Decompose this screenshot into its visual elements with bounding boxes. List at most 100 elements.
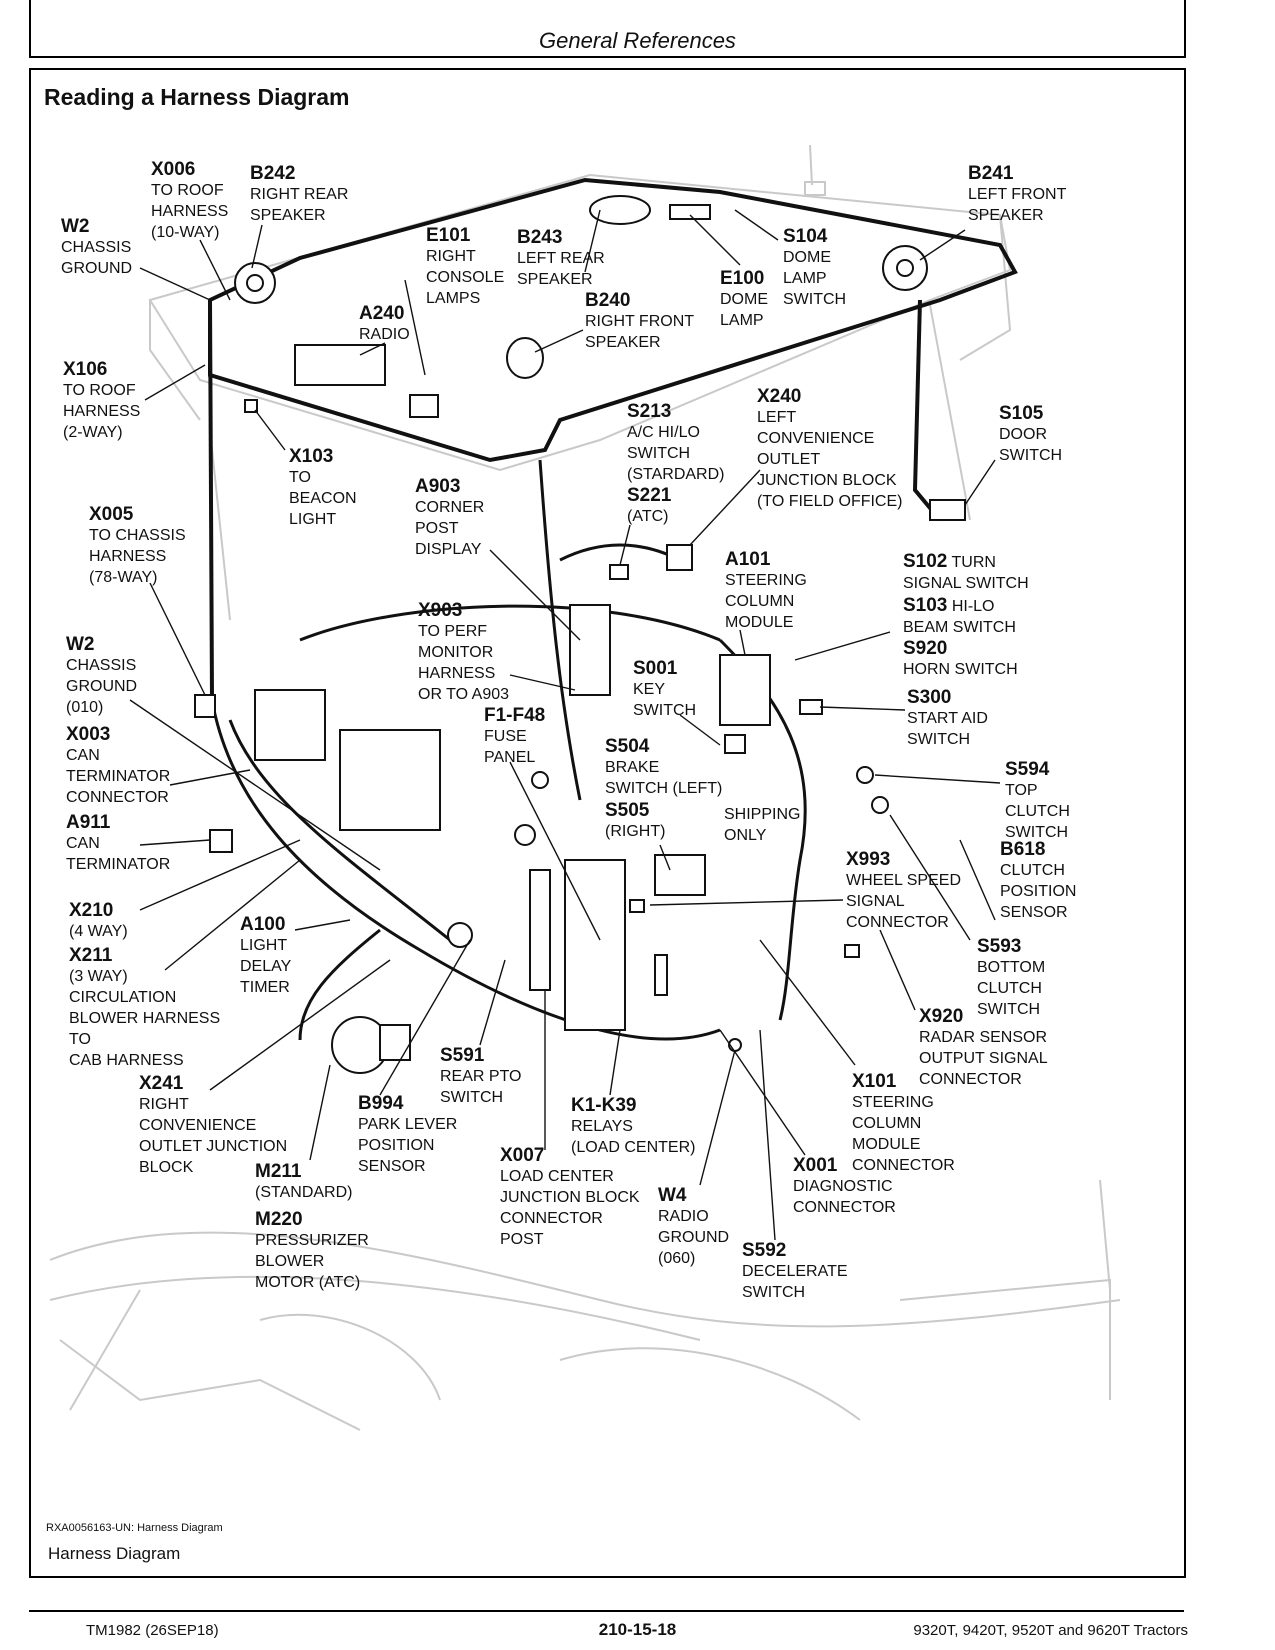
callout-e100: E100 DOME LAMP [720,268,768,331]
callout-text: (TO FIELD OFFICE) [757,493,903,510]
callout-text: RIGHT [139,1096,189,1113]
callout-code: S102 [903,551,948,572]
callout-b243: B243 LEFT REAR SPEAKER [517,227,605,290]
callout-text: TO ROOF [151,182,224,199]
callout-s213: S213 A/C HI/LO SWITCH (STARDARD) [627,401,724,485]
callout-b242: B242 RIGHT REAR SPEAKER [250,163,348,226]
callout-text: STEERING [852,1094,934,1111]
callout-code: E100 [720,268,765,289]
callout-text: SWITCH [633,702,697,719]
callout-text: TURN [951,554,996,571]
callout-text: POST [500,1231,544,1248]
callout-code: S213 [627,401,672,422]
callout-text: CONNECTOR [793,1199,896,1216]
callout-text: TO ROOF [63,382,136,399]
callout-text: LAMP [720,312,764,329]
callout-text: CONVENIENCE [139,1117,257,1134]
callout-text: RIGHT REAR [250,186,349,203]
callout-text: (STARDARD) [627,466,725,483]
callout-x103: X103 TO BEACON LIGHT [289,446,357,530]
callout-code: K1-K39 [571,1095,637,1116]
callout-text: LIGHT [240,937,288,954]
callout-text: (4 WAY) [69,923,128,940]
callout-text: HORN SWITCH [903,661,1018,678]
callout-text: BEACON [289,490,357,507]
callout-text: OUTPUT SIGNAL [919,1050,1048,1067]
page-heading: Reading a Harness Diagram [44,84,350,110]
callout-text: DISPLAY [415,541,482,558]
callout-text: ONLY [724,827,767,844]
callout-text: BRAKE [605,759,660,776]
footer-rule [29,1610,1184,1612]
callout-text: SWITCH [783,291,847,308]
callout-code: E101 [426,225,471,246]
callout-text: (LOAD CENTER) [571,1139,696,1156]
callout-a100: A100 LIGHT DELAY TIMER [240,914,291,998]
callout-code: X993 [846,849,891,870]
callout-text: PRESSURIZER [255,1232,369,1249]
callout-text: SPEAKER [968,207,1044,224]
callout-code: S221 [627,485,672,506]
callout-text: OUTLET JUNCTION [139,1138,288,1155]
callout-text: COLUMN [725,593,795,610]
callout-text: LAMPS [426,290,481,307]
callout-code: B240 [585,290,631,311]
harness-diagram [49,144,1121,1431]
callout-code: X006 [151,159,196,180]
callout-text: LEFT [757,409,797,426]
callout-text: (2-WAY) [63,424,123,441]
callout-code: X106 [63,359,108,380]
callout-b241: B241 LEFT FRONT SPEAKER [968,163,1066,226]
callout-x001: X001 DIAGNOSTIC CONNECTOR [793,1155,896,1218]
callout-text: CONNECTOR [852,1157,955,1174]
callout-text: CLUTCH [1000,862,1065,879]
callout-code: F1-F48 [484,705,546,726]
callout-s221: S221 (ATC) [627,485,671,527]
callout-text: HARNESS [63,403,141,420]
callout-code: X920 [919,1006,964,1027]
callout-code: X005 [89,504,134,525]
callout-s001: S001 KEY SWITCH [633,658,696,721]
callout-s594: S594 TOP CLUTCH SWITCH [1005,759,1070,843]
callout-code: B242 [250,163,296,184]
callout-text: BLOCK [139,1159,194,1176]
callout-text: SPEAKER [517,271,593,288]
callout-code: A100 [240,914,286,935]
figure-caption: Harness Diagram [48,1544,181,1563]
callout-code: X007 [500,1145,545,1166]
callout-s591: S591 REAR PTO SWITCH [440,1045,522,1108]
callout-code: S105 [999,403,1044,424]
callout-text: DOME [783,249,831,266]
callout-text: LIGHT [289,511,337,528]
callout-text: TO CHASSIS [89,527,186,544]
callout-k1-k39: K1-K39 RELAYS (LOAD CENTER) [571,1095,695,1158]
callout-text: (STANDARD) [255,1184,353,1201]
callout-code: S001 [633,658,678,679]
callout-text: DECELERATE [742,1263,848,1280]
callout-code: X903 [418,600,463,621]
callout-text: HARNESS [151,203,229,220]
callout-text: DOME [720,291,768,308]
callout-text: FUSE [484,728,527,745]
callout-code: B241 [968,163,1014,184]
callout-code: S505 [605,800,650,821]
callout-text: CAN [66,747,100,764]
header-frame [29,0,1186,58]
callout-text: (060) [658,1250,696,1267]
callout-m211: M211 (STANDARD) [255,1161,352,1203]
callout-x003: X003 CAN TERMINATOR CONNECTOR [66,724,170,808]
callout-code: S592 [742,1240,787,1261]
footer-page-number: 210-15-18 [598,1620,677,1639]
callout-text: TERMINATOR [66,768,171,785]
callout-text: SWITCH [999,447,1063,464]
callout-text: (010) [66,699,104,716]
callout-text: RIGHT [426,248,476,265]
callout-text: (10-WAY) [151,224,220,241]
callout-a903: A903 CORNER POST DISPLAY [415,476,484,560]
figure-id: RXA0056163-UN: Harness Diagram [46,1522,223,1534]
callout-x210: X210 (4 WAY) [69,900,128,942]
callout-text: RADAR SENSOR [919,1029,1048,1046]
callout-text: POST [415,520,459,537]
callout-text: JUNCTION BLOCK [757,472,897,489]
callout-b240: B240 RIGHT FRONT SPEAKER [585,290,694,353]
